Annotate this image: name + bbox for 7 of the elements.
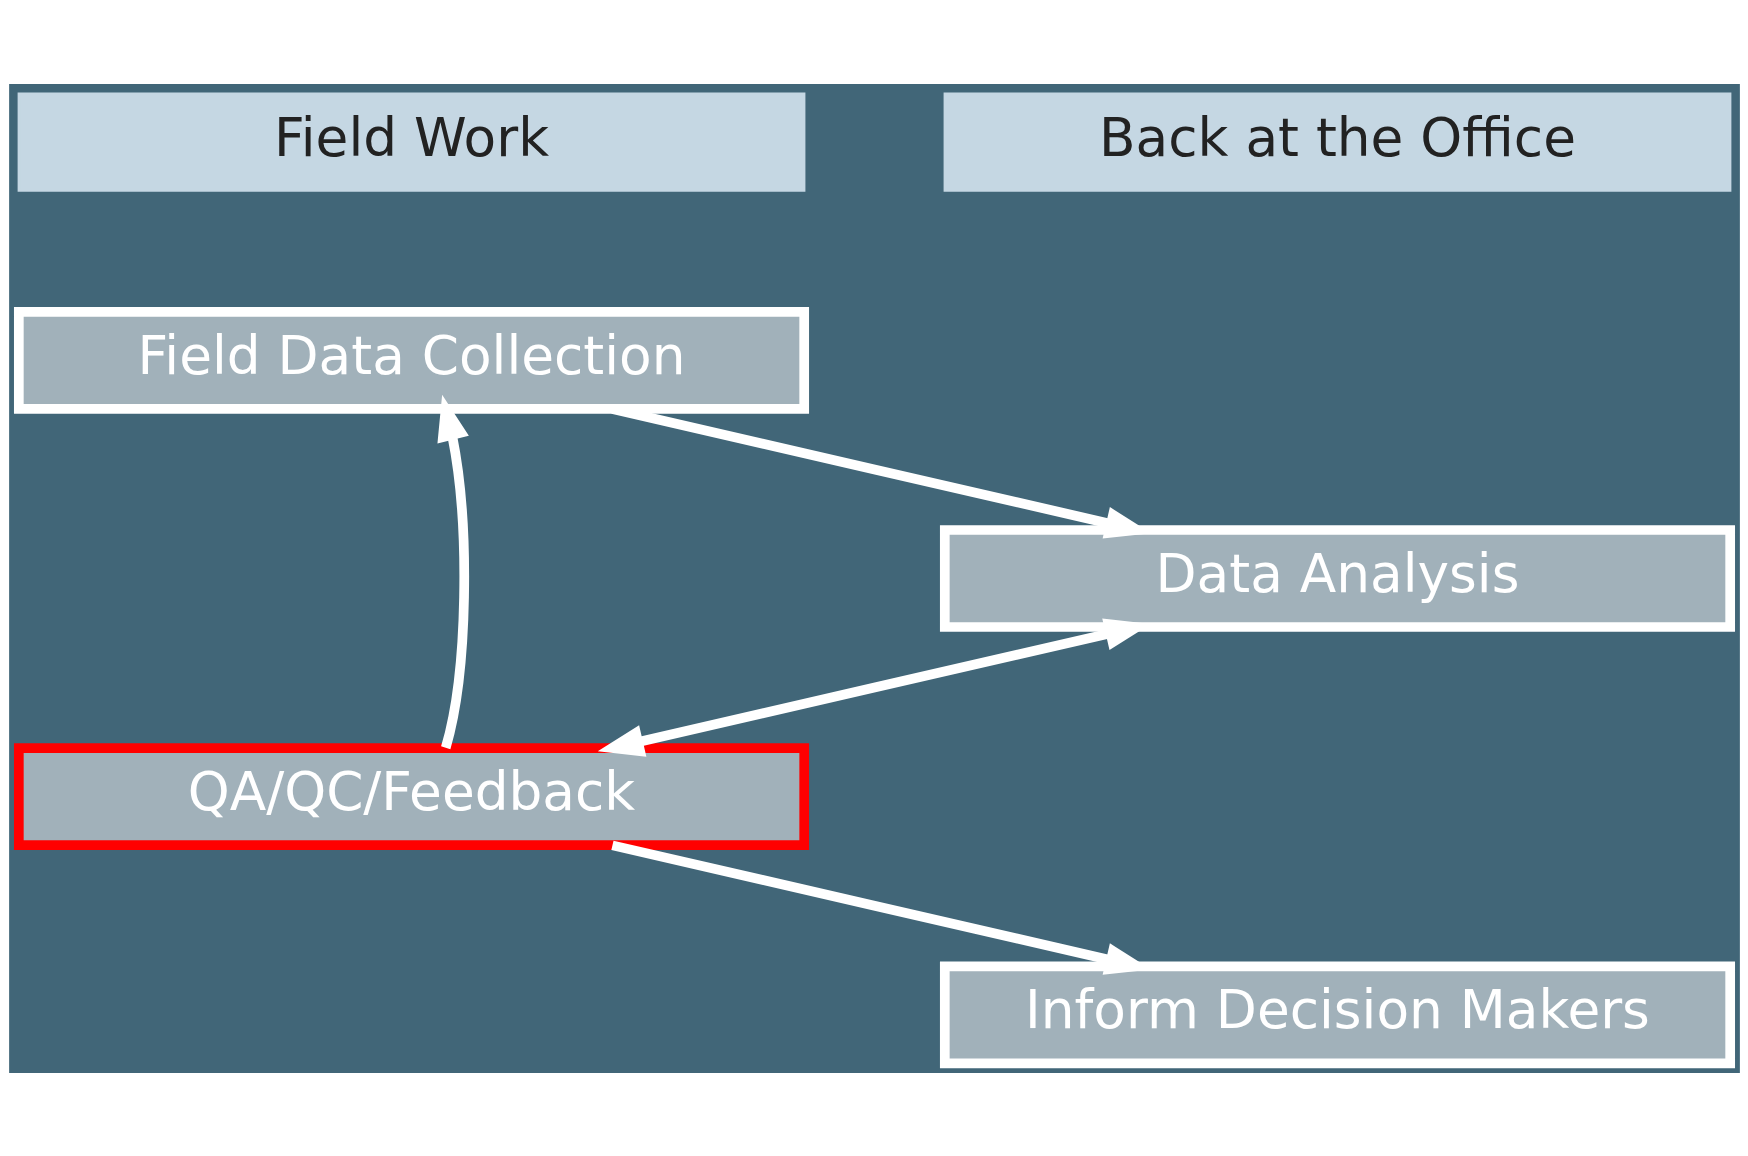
node-box: Data Analysis bbox=[939, 524, 1735, 632]
node-box: Field Data Collection bbox=[13, 306, 809, 414]
node-box: QA/QC/Feedback bbox=[13, 742, 809, 850]
label: Back at the Office bbox=[1098, 106, 1576, 169]
label: Field Work bbox=[273, 106, 549, 169]
node-box: Inform Decision Makers bbox=[939, 961, 1735, 1068]
arrow bbox=[436, 394, 469, 749]
